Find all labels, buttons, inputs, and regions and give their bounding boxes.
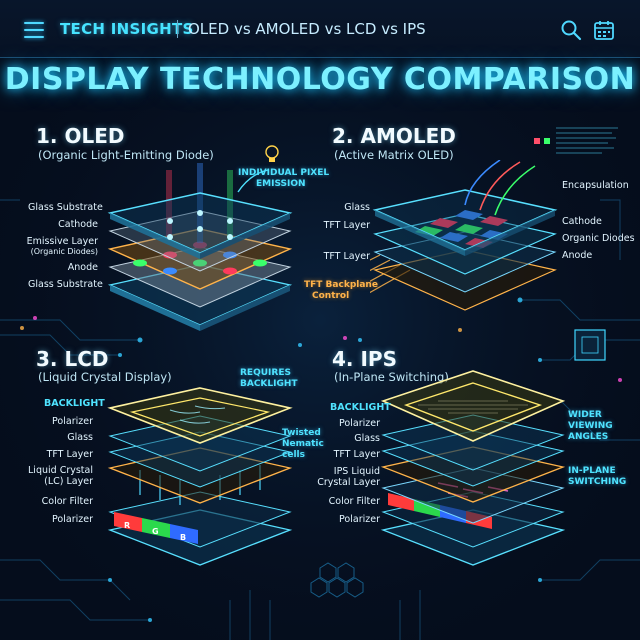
lcd-layer-stack: R G B	[107, 387, 293, 566]
page-title: DISPLAY TECHNOLOGY COMPARISON	[4, 62, 636, 97]
amoled-label-cathode: Cathode	[562, 216, 602, 227]
amoled-label-organic-diodes: Organic Diodes	[562, 233, 635, 244]
lcd-label-glass: Glass	[67, 432, 93, 443]
brand-title: TECH INSIGHTS	[60, 20, 194, 38]
oled-label-cathode: Cathode	[58, 219, 98, 230]
lcd-label-color-filter: Color Filter	[41, 496, 93, 507]
filter-label-r: R	[124, 521, 130, 530]
amoled-label-tft-layer-1: TFT Layer	[323, 220, 370, 231]
ips-label-backlight: BACKLIGHT	[330, 402, 391, 413]
amoled-label-encapsulation: Encapsulation	[562, 180, 629, 191]
amoled-subtitle: (Active Matrix OLED)	[334, 148, 454, 162]
oled-subtitle: (Organic Light-Emitting Diode)	[38, 148, 214, 162]
ips-subtitle: (In-Plane Switching)	[334, 370, 449, 384]
lcd-label-backlight: BACKLIGHT	[44, 398, 105, 409]
oled-label-emissive-layer: Emissive Layer	[26, 236, 98, 247]
ips-label-color-filter: Color Filter	[328, 496, 380, 507]
ips-title: 4. IPS	[332, 347, 397, 371]
lcd-label-lc-layer: (LC) Layer	[44, 476, 93, 487]
calendar-icon[interactable]	[593, 19, 615, 41]
filter-label-b: B	[180, 533, 186, 542]
hamburger-menu-icon[interactable]	[24, 22, 44, 38]
ips-label-crystal-layer: Crystal Layer	[317, 477, 380, 488]
ips-label-tft-layer: TFT Layer	[333, 449, 380, 460]
search-icon[interactable]	[560, 19, 582, 41]
ips-label-glass: Glass	[354, 433, 380, 444]
lcd-label-liquid-crystal: Liquid Crystal	[28, 465, 93, 476]
amoled-layer-stack	[370, 160, 558, 311]
amoled-label-anode: Anode	[562, 250, 593, 261]
oled-label-organic-diodes: (Organic Diodes)	[30, 247, 98, 256]
oled-label-glass-substrate-bottom: Glass Substrate	[28, 279, 103, 290]
ips-label-polarizer-top: Polarizer	[339, 418, 380, 429]
oled-layer-stack	[107, 163, 293, 331]
header-divider	[177, 20, 178, 38]
ips-label-polarizer-bottom: Polarizer	[339, 514, 380, 525]
header-subtitle: OLED vs AMOLED vs LCD vs IPS	[188, 20, 426, 38]
filter-label-g: G	[152, 527, 159, 536]
amoled-title: 2. AMOLED	[332, 124, 456, 148]
lcd-subtitle: (Liquid Crystal Display)	[38, 370, 172, 384]
lcd-label-polarizer-bottom: Polarizer	[52, 514, 93, 525]
oled-label-anode: Anode	[67, 262, 98, 273]
amoled-label-tft-layer-2: TFT Layer	[323, 251, 370, 262]
top-bar: TECH INSIGHTS OLED vs AMOLED vs LCD vs I…	[0, 0, 640, 58]
oled-title: 1. OLED	[36, 124, 125, 148]
lightbulb-icon	[237, 145, 279, 193]
ips-layer-stack	[380, 370, 566, 566]
amoled-label-glass: Glass	[344, 202, 370, 213]
lcd-label-tft-layer: TFT Layer	[46, 449, 93, 460]
lcd-label-polarizer-top: Polarizer	[52, 416, 93, 427]
spec-readout-decoration	[534, 127, 618, 154]
ips-label-ips-liquid: IPS Liquid	[333, 466, 380, 477]
lcd-title: 3. LCD	[36, 347, 109, 371]
oled-label-glass-substrate-top: Glass Substrate	[28, 202, 103, 213]
